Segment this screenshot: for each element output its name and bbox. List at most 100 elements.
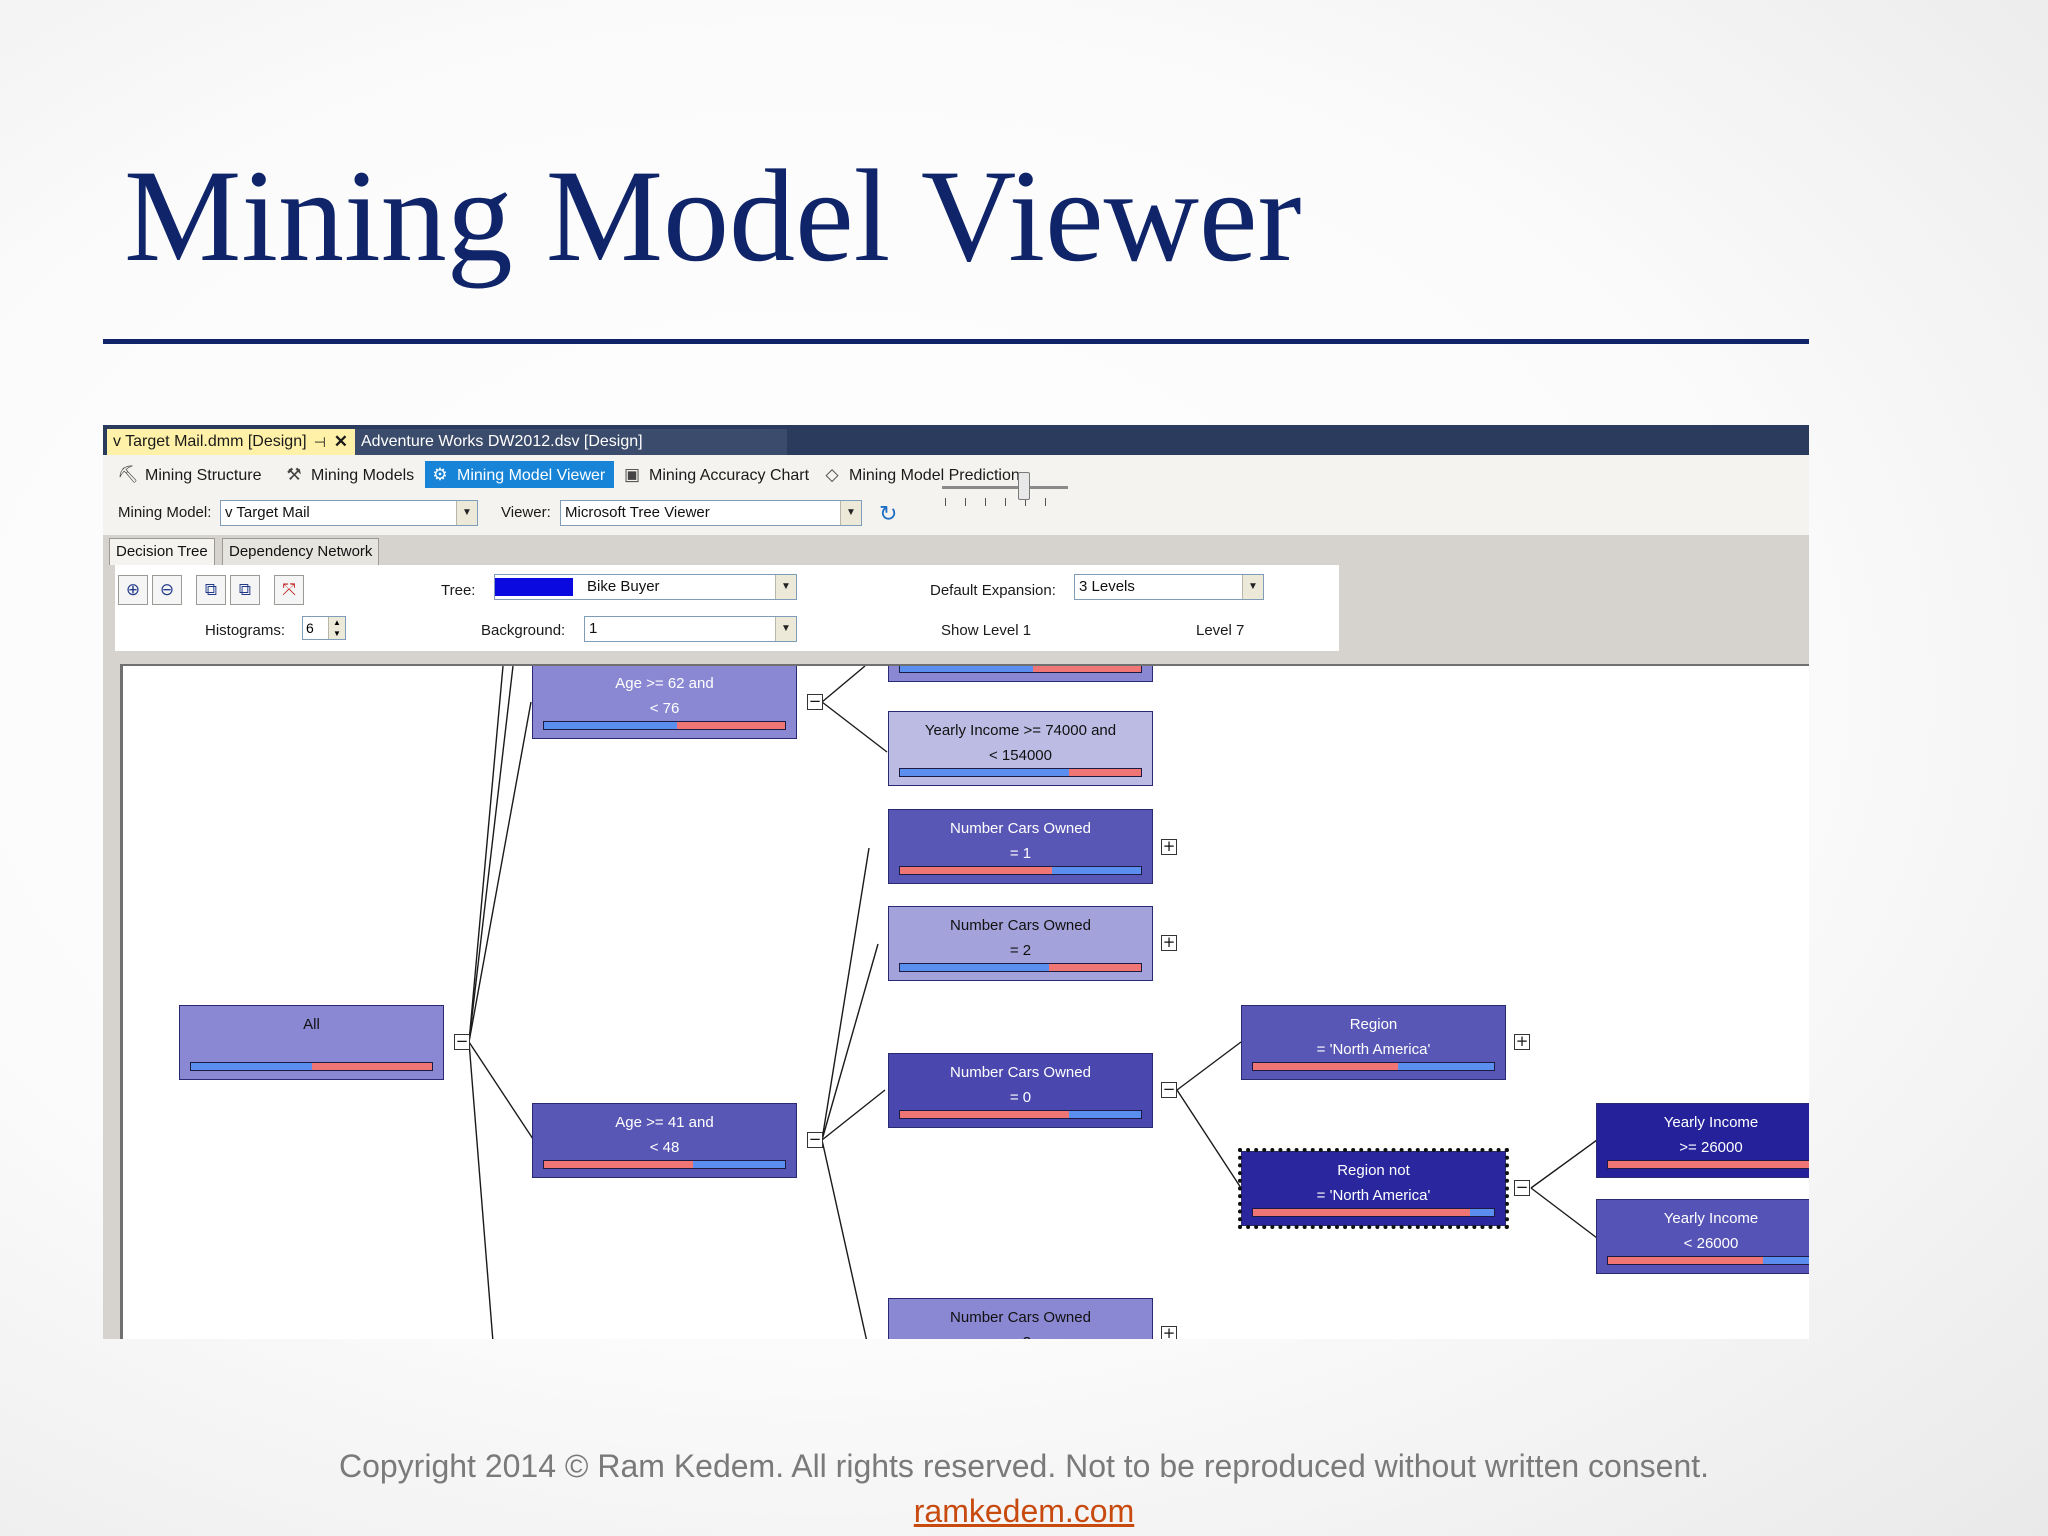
level-max-label: Level 7: [1196, 622, 1245, 639]
tree-color-swatch: [495, 578, 573, 596]
pin-icon[interactable]: ⊣: [313, 434, 326, 450]
title-rule: [103, 339, 1809, 344]
histogram-segment-blue: [1068, 1111, 1141, 1118]
collapse-icon[interactable]: −: [807, 1130, 823, 1148]
tree-node-yearly-income-ge-26000[interactable]: Yearly Income >= 26000: [1596, 1103, 1809, 1178]
expand-icon[interactable]: +: [1161, 1326, 1177, 1339]
tree-node-region-north-america[interactable]: Region = 'North America': [1241, 1005, 1506, 1080]
tree-node-cars-2[interactable]: Number Cars Owned = 2: [888, 906, 1153, 981]
histogram-segment-red: [1032, 666, 1141, 672]
collapse-icon[interactable]: −: [454, 1032, 470, 1050]
tree-node-label: Region not = 'North America': [1316, 1162, 1431, 1204]
chevron-down-icon[interactable]: ▼: [456, 501, 477, 525]
tree-dropdown[interactable]: Bike Buyer ▼: [494, 574, 797, 600]
collapse-icon[interactable]: −: [1161, 1080, 1177, 1098]
dropdown-value: 1: [589, 620, 598, 637]
show-level-slider-track[interactable]: [942, 486, 1068, 489]
chevron-down-icon[interactable]: ▼: [840, 501, 861, 525]
tree-node-label: All: [303, 1016, 320, 1033]
tab-mining-structure[interactable]: ⛏Mining Structure: [113, 461, 268, 488]
tab-decision-tree[interactable]: Decision Tree: [109, 538, 215, 565]
copyright-notice: Copyright 2014 © Ram Kedem. All rights r…: [338, 1448, 1710, 1484]
spinner-arrows-icon[interactable]: ▲▼: [328, 617, 345, 639]
connector-line: [1530, 1187, 1598, 1239]
tab-mining-model-viewer[interactable]: ⚙Mining Model Viewer: [425, 461, 614, 488]
size-to-fit-icon[interactable]: ⤧: [274, 575, 304, 605]
tree-node-yearly-income-74000[interactable]: Yearly Income >= 74000 and < 154000: [888, 711, 1153, 786]
show-level-slider-thumb[interactable]: [1018, 472, 1030, 500]
node-histogram: [543, 721, 786, 730]
node-histogram: [899, 666, 1142, 673]
spinner-value: 6: [306, 620, 314, 636]
tree-node-truncated[interactable]: [888, 666, 1153, 682]
model-selector-row: Mining Model: v Target Mail ▼ Viewer: Mi…: [103, 493, 1809, 535]
histogram-segment-red: [1049, 964, 1141, 971]
connector-line: [821, 701, 888, 753]
histogram-segment-red: [900, 1111, 1069, 1118]
refresh-icon[interactable]: ↻: [879, 501, 898, 526]
collapse-icon[interactable]: −: [807, 692, 823, 710]
tree-node-yearly-income-lt-26000[interactable]: Yearly Income < 26000: [1596, 1199, 1809, 1274]
expand-icon[interactable]: +: [1161, 933, 1177, 951]
decision-tree-canvas[interactable]: Age >= 62 and < 76 Yearly Income >= 7400…: [120, 664, 1809, 1339]
tab-label: Mining Model Prediction: [849, 467, 1020, 484]
tab-label: Mining Accuracy Chart: [649, 467, 810, 484]
close-icon[interactable]: ✕: [333, 432, 348, 451]
mining-model-dropdown[interactable]: v Target Mail ▼: [220, 500, 478, 526]
connector-line: [821, 1089, 886, 1141]
tab-dependency-network[interactable]: Dependency Network: [222, 538, 380, 565]
zoom-out-icon[interactable]: ⊖: [152, 575, 182, 605]
mining-model-viewer-icon: ⚙: [432, 465, 448, 484]
tree-node-label: Region = 'North America': [1316, 1016, 1431, 1058]
default-expansion-dropdown[interactable]: 3 Levels ▼: [1074, 574, 1264, 600]
tree-node-all[interactable]: All: [179, 1005, 444, 1080]
tree-node-age-41-48[interactable]: Age >= 41 and < 48: [532, 1103, 797, 1178]
histogram-segment-red: [1253, 1209, 1470, 1216]
tree-node-age-62-76[interactable]: Age >= 62 and < 76: [532, 666, 797, 739]
tree-node-label: Yearly Income >= 26000: [1663, 1114, 1759, 1156]
connector-line: [821, 1139, 868, 1339]
connector-line: [468, 1041, 534, 1140]
histogram-segment-blue: [1051, 867, 1141, 874]
chevron-down-icon[interactable]: ▼: [1242, 575, 1263, 599]
tree-node-label: Yearly Income >= 74000 and < 154000: [924, 722, 1117, 764]
tree-node-cars-0[interactable]: Number Cars Owned = 0: [888, 1053, 1153, 1128]
dropdown-value: Bike Buyer: [587, 578, 660, 595]
copy-graph-icon[interactable]: ⧉: [196, 575, 226, 605]
tree-node-cars-3[interactable]: Number Cars Owned = 3: [888, 1298, 1153, 1339]
tab-mining-accuracy-chart[interactable]: ▣Mining Accuracy Chart: [617, 461, 815, 488]
show-level-label: Show Level 1: [941, 622, 1032, 639]
mining-model-label: Mining Model:: [118, 504, 212, 521]
prediction-icon: ◇: [825, 465, 839, 484]
zoom-in-icon[interactable]: ⊕: [118, 575, 148, 605]
node-histogram: [899, 963, 1142, 972]
histogram-segment-blue: [900, 769, 1069, 776]
slider-ticks: [945, 498, 1065, 506]
tree-connectors: [468, 666, 1598, 1339]
expand-icon[interactable]: +: [1514, 1032, 1530, 1050]
doc-tab-target-mail[interactable]: v Target Mail.dmm [Design] ⊣ ✕: [107, 429, 356, 455]
website-link[interactable]: ramkedem.com: [913, 1493, 1135, 1529]
tab-mining-model-prediction[interactable]: ◇ Mining Model Prediction: [817, 461, 1026, 488]
histogram-segment-blue: [900, 964, 1050, 971]
tree-node-region-not-north-america[interactable]: Region not = 'North America': [1238, 1148, 1509, 1229]
slide-title: Mining Model Viewer: [124, 142, 1302, 289]
histogram-segment-red: [1608, 1161, 1809, 1168]
tree-node-cars-1[interactable]: Number Cars Owned = 1: [888, 809, 1153, 884]
viewer-dropdown[interactable]: Microsoft Tree Viewer ▼: [560, 500, 862, 526]
expand-icon[interactable]: +: [1161, 837, 1177, 855]
histogram-segment-red: [544, 1161, 694, 1168]
tab-mining-models[interactable]: ⚒Mining Models: [279, 461, 420, 488]
connector-line: [468, 1041, 494, 1339]
collapse-icon[interactable]: −: [1514, 1178, 1530, 1196]
doc-tab-label: v Target Mail.dmm [Design]: [113, 433, 307, 450]
connector-line: [468, 666, 514, 1043]
histogram-segment-red: [900, 867, 1052, 874]
copy-view-icon[interactable]: ⧉: [230, 575, 260, 605]
doc-tab-adventure-works[interactable]: Adventure Works DW2012.dsv [Design]: [355, 429, 787, 455]
histograms-spinner[interactable]: 6 ▲▼: [302, 616, 346, 640]
histogram-segment-blue: [693, 1161, 785, 1168]
chevron-down-icon[interactable]: ▼: [775, 617, 796, 641]
background-dropdown[interactable]: 1 ▼: [584, 616, 797, 642]
chevron-down-icon[interactable]: ▼: [775, 575, 796, 599]
